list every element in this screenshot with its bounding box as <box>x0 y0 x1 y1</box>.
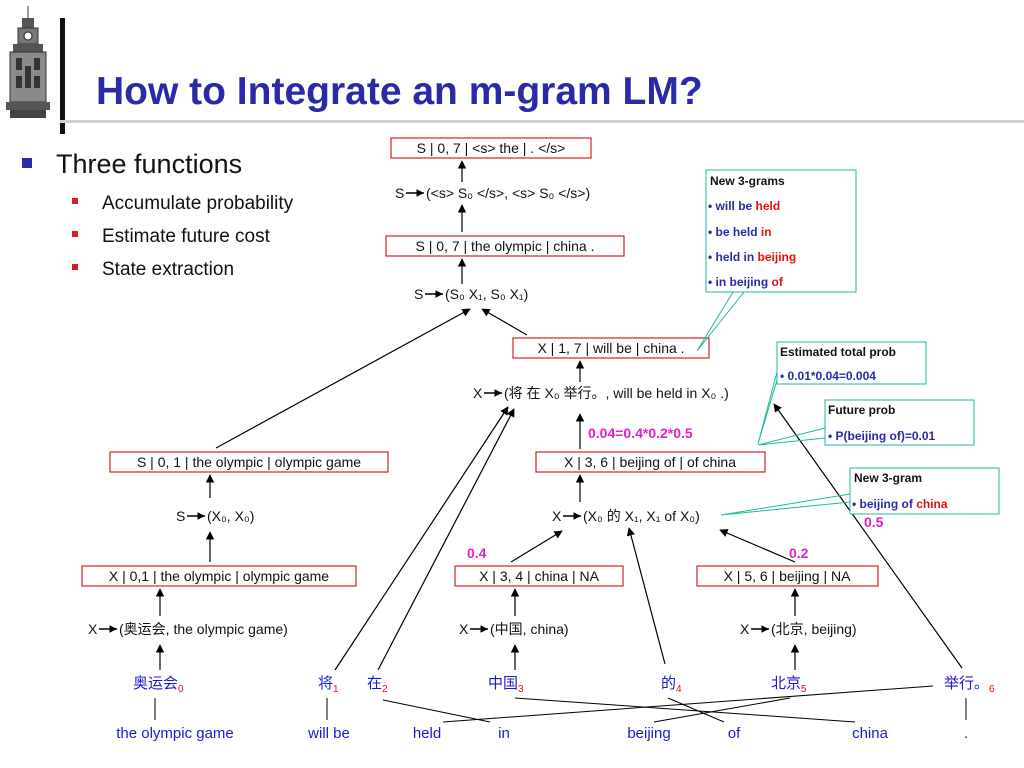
tree-arrow <box>377 408 515 671</box>
node-x36-box <box>535 451 766 473</box>
alignment-line <box>442 685 934 723</box>
note-future-title: Future prob <box>828 403 895 417</box>
rule-top-body: (<s> S₀ </s>, <s> S₀ </s>) <box>426 185 590 201</box>
note-total-item: • 0.01*0.04=0.004 <box>780 369 876 383</box>
bullet-small-square-icon <box>72 198 78 204</box>
page-title: How to Integrate an m-gram LM? <box>96 70 703 113</box>
rule-x34-body: (中国, china) <box>490 621 569 637</box>
node-x01-box <box>81 565 357 587</box>
node-x36-label: X | 3, 6 | beijing of | of china <box>564 454 736 470</box>
tree-arrow <box>334 406 509 671</box>
tree-arrow <box>626 527 666 665</box>
bullet-small-square-icon <box>72 264 78 270</box>
rule-x36-prefix: X <box>552 508 562 524</box>
note-future-prob-box <box>824 399 975 446</box>
tree-arrow <box>510 530 563 563</box>
source-word: 举行。6 <box>944 675 995 695</box>
node-s01-box <box>109 451 389 473</box>
header-vertical-rule <box>60 18 65 134</box>
note-ngram-item: • will be held <box>708 199 780 213</box>
node-x34-label: X | 3, 4 | china | NA <box>479 568 600 584</box>
rule-x17-body: (将 在 X₀ 举行。, will be held in X₀ .) <box>504 385 729 401</box>
note-ngram2-item: • beijing of china <box>852 497 948 511</box>
note-pointer <box>720 493 851 516</box>
rule-x17-prefix: X <box>473 385 483 401</box>
node-x56-label: X | 5, 6 | beijing | NA <box>724 568 852 584</box>
note-ngrams-title: New 3-grams <box>710 174 785 188</box>
source-word: 将1 <box>318 675 339 695</box>
bullet-square-icon <box>22 158 32 168</box>
rule-x01-prefix: X <box>88 621 98 637</box>
note-total-prob-box <box>776 341 927 385</box>
node-x01-label: X | 0,1 | the olympic | olympic game <box>109 568 329 584</box>
tree-arrow <box>481 308 528 336</box>
note-total-title: Estimated total prob <box>780 345 896 359</box>
bullet-sub-item: Accumulate probability <box>102 193 294 214</box>
alignment-line <box>382 699 491 723</box>
bullet-main: Three functions <box>56 149 242 179</box>
note-new-3gram-box <box>849 467 1000 515</box>
rule-top-prefix: S <box>395 185 404 201</box>
note-ngram2-title: New 3-gram <box>854 471 922 485</box>
rule-x34-prefix: X <box>459 621 469 637</box>
note-new-3grams-box <box>705 169 857 293</box>
target-word: in <box>498 725 510 742</box>
prob-label-china: 0.5 <box>864 514 884 530</box>
prob-label-x17: 0.04=0.4*0.2*0.5 <box>588 425 693 441</box>
bullet-small-square-icon <box>72 231 78 237</box>
node-root-box <box>385 235 625 257</box>
node-x17-box <box>512 337 710 359</box>
bullet-sub-item: Estimate future cost <box>102 226 271 247</box>
source-word: 北京5 <box>771 675 807 695</box>
alignment-line <box>667 697 725 723</box>
target-word: beijing <box>627 725 670 742</box>
rule-x56-body: (北京, beijing) <box>771 621 857 637</box>
source-word: 奥运会0 <box>133 675 184 695</box>
note-ngram-item: • in beijing of <box>708 275 784 289</box>
tree-arrow <box>773 403 963 669</box>
rule-x56-prefix: X <box>740 621 750 637</box>
node-root-label: S | 0, 7 | the olympic | china . <box>416 238 595 254</box>
node-top-label: S | 0, 7 | <s> the | . </s> <box>417 140 566 156</box>
note-ngram-item: • held in beijing <box>708 250 796 264</box>
bullet-sub-item: State extraction <box>102 259 234 280</box>
node-s01-label: S | 0, 1 | the olympic | olympic game <box>137 454 361 470</box>
rule-s01-prefix: S <box>176 508 185 524</box>
source-word: 的4 <box>661 675 682 695</box>
note-pointer <box>757 427 826 446</box>
rule-x01-body: (奥运会, the olympic game) <box>119 621 288 637</box>
note-future-item: • P(beijing of)=0.01 <box>828 429 936 443</box>
prob-label-x56: 0.2 <box>789 545 809 561</box>
tree-arrow <box>215 308 471 449</box>
node-top-box <box>390 137 592 159</box>
source-word: 中国3 <box>488 675 524 695</box>
clock-tower-logo <box>6 6 50 118</box>
note-pointer <box>757 371 778 445</box>
alignment-line <box>514 697 856 723</box>
rule-s01-body: (X₀, X₀) <box>207 508 254 524</box>
header-horizontal-rule <box>60 120 1024 123</box>
target-word: china <box>852 725 889 742</box>
target-word: of <box>728 725 741 742</box>
node-x17-label: X | 1, 7 | will be | china . <box>537 340 684 356</box>
source-word: 在2 <box>367 675 388 695</box>
target-word: . <box>964 725 968 742</box>
target-word: will be <box>307 725 350 742</box>
alignment-line <box>653 697 791 723</box>
tree-arrow <box>719 529 796 563</box>
prob-label-x34: 0.4 <box>467 545 487 561</box>
rule-root-prefix: S <box>414 286 423 302</box>
target-word: held <box>413 725 441 742</box>
rule-x36-body: (X₀ 的 X₁, X₁ of X₀) <box>583 508 700 524</box>
target-word: the olympic game <box>116 725 234 742</box>
note-ngram-item: • be held in <box>708 225 772 239</box>
note-pointer <box>696 291 745 352</box>
rule-root-body: (S₀ X₁, S₀ X₁) <box>445 286 528 302</box>
node-x34-box <box>454 565 624 587</box>
node-x56-box <box>696 565 879 587</box>
